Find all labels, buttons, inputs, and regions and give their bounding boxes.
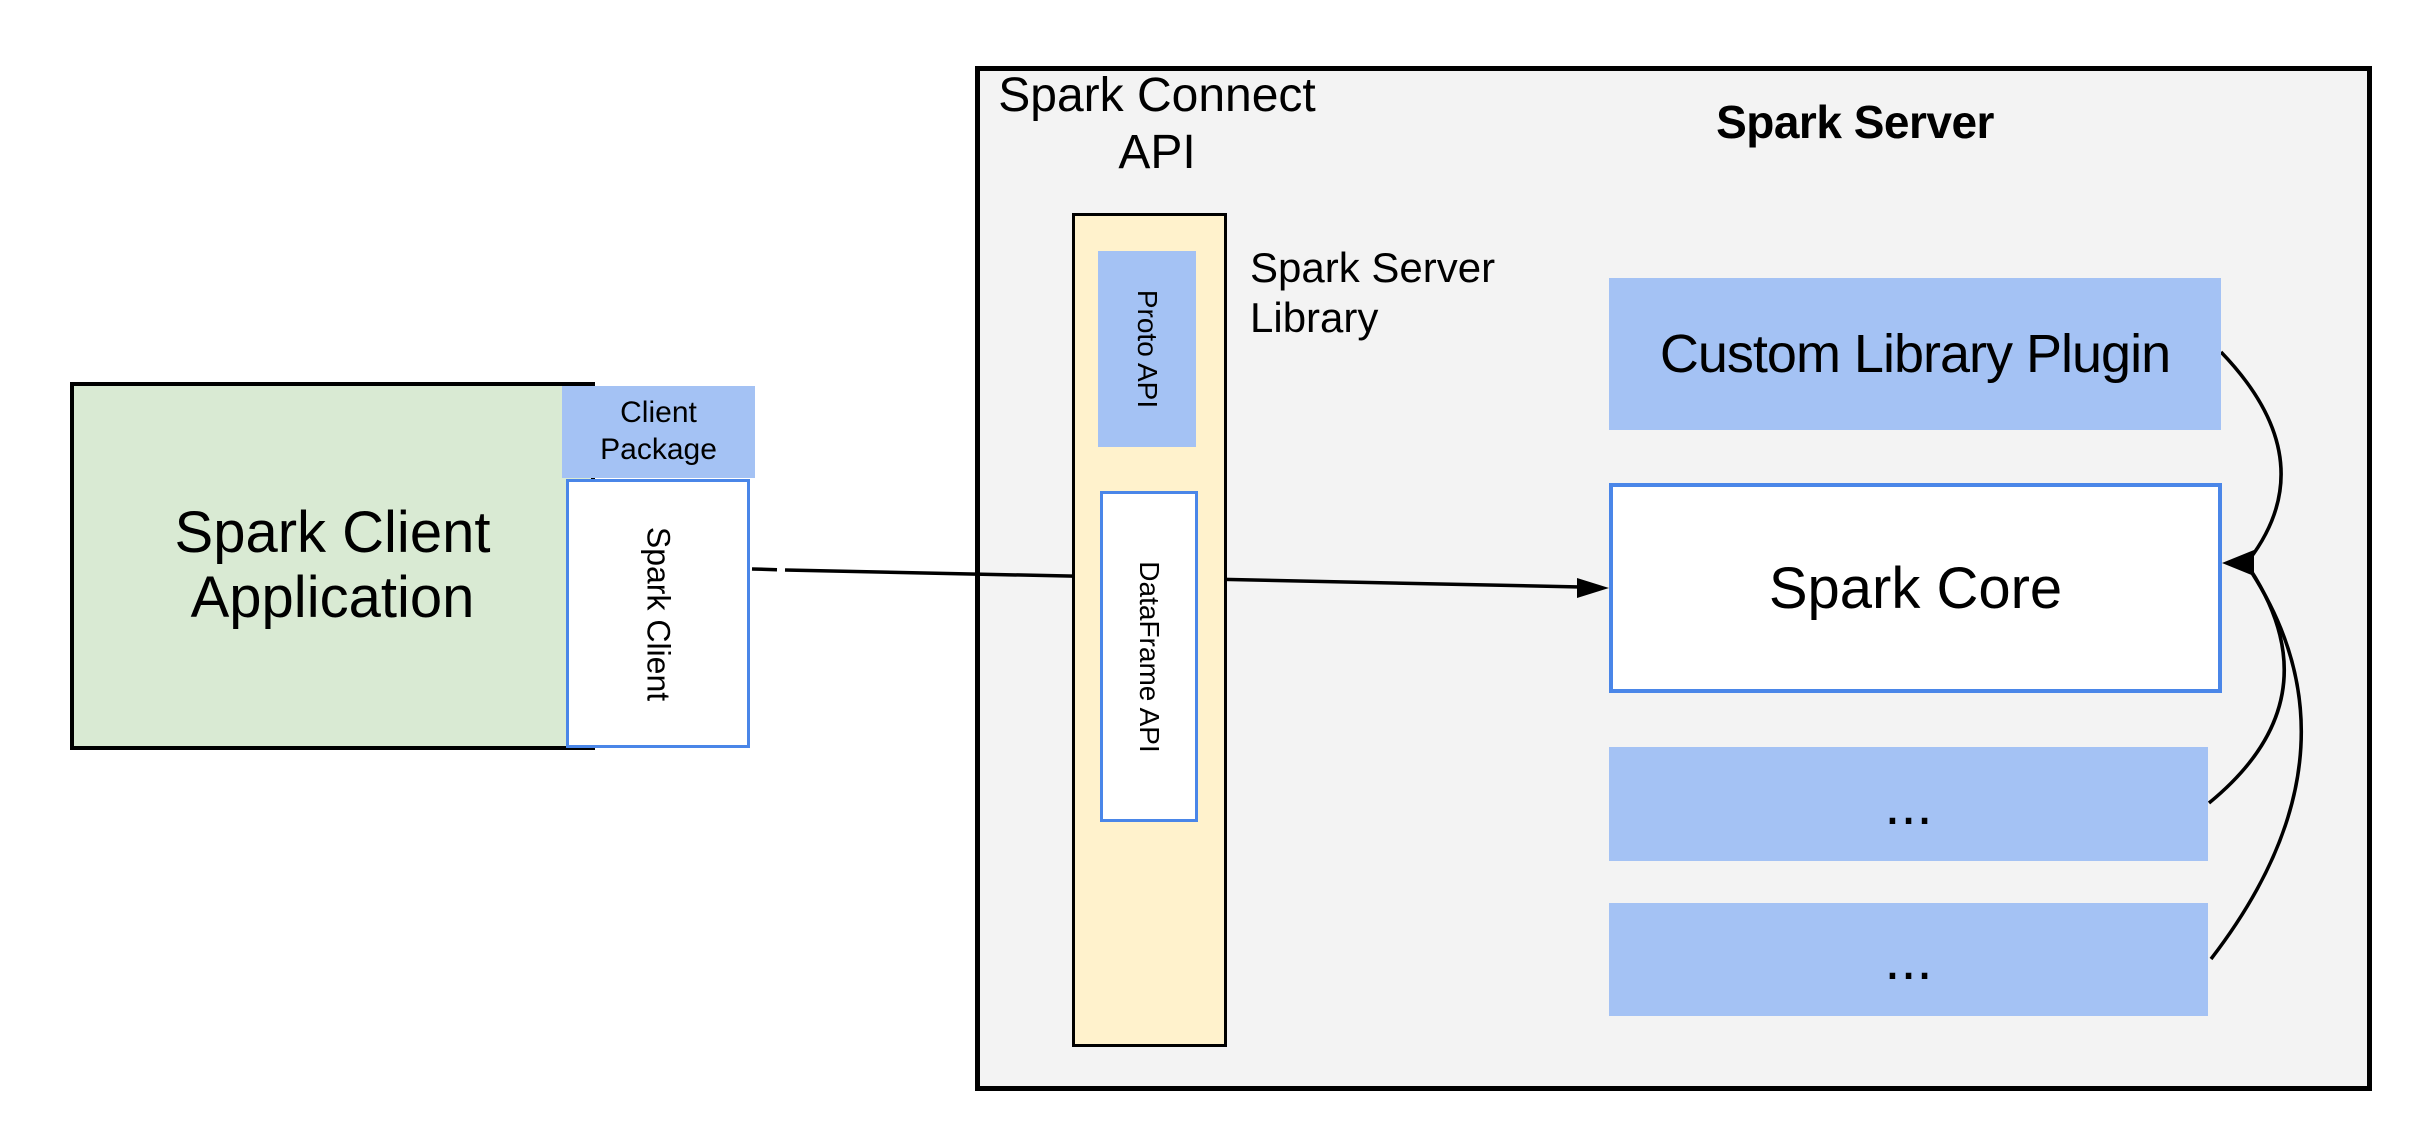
client-package-line2: Package	[600, 433, 717, 466]
arrowhead-left-icon	[2222, 550, 2254, 576]
dataframe-api-box: DataFrame API	[1100, 491, 1198, 822]
client-package-line1: Client	[620, 396, 697, 430]
spark-client-application-line2: Application	[190, 565, 475, 630]
dataframe-api-vertical-label: DataFrame API	[1134, 560, 1165, 753]
spark-server-library-line2: Library	[1250, 293, 1379, 341]
spark-client-vertical-label: Spark Client	[640, 526, 677, 701]
arrow-ellipsis2-to-core	[2209, 572, 2303, 961]
custom-library-plugin-label: Custom Library Plugin	[1659, 324, 2171, 384]
arrow-plugin-to-core	[2219, 350, 2283, 562]
proto-api-box: Proto API	[1098, 251, 1196, 447]
ellipsis-label-1: ...	[1884, 771, 1933, 837]
spark-core-box: Spark Core	[1609, 483, 2222, 693]
custom-library-plugin-box: Custom Library Plugin	[1609, 278, 2221, 430]
proto-api-vertical-label: Proto API	[1132, 289, 1163, 409]
spark-client-application-label: Spark Client Application	[174, 500, 491, 631]
spark-server-title: Spark Server	[1716, 96, 1994, 148]
spark-server-library-line1: Spark Server	[1250, 244, 1496, 291]
arrow-client-stub	[751, 567, 778, 572]
spark-client-application-line1: Spark Client	[174, 500, 491, 566]
spark-core-label: Spark Core	[1768, 555, 2063, 621]
client-package-box: Client Package	[562, 386, 755, 478]
arrowhead-right-icon	[1577, 578, 1609, 598]
client-package-label: Client Package	[600, 395, 717, 468]
ellipsis-box-2: ...	[1609, 903, 2208, 1016]
spark-connect-api-line2: API	[1118, 125, 1196, 179]
spark-connect-api-line1: Spark Connect	[998, 69, 1316, 122]
ellipsis-box-1: ...	[1609, 747, 2208, 861]
spark-connect-api-label: Spark Connect API	[957, 68, 1357, 181]
spark-client-application-box: Spark Client Application	[70, 382, 595, 750]
spark-server-library-label: Spark Server Library	[1250, 243, 1495, 343]
spark-client-box: Spark Client	[566, 479, 750, 748]
ellipsis-label-2: ...	[1884, 927, 1933, 992]
